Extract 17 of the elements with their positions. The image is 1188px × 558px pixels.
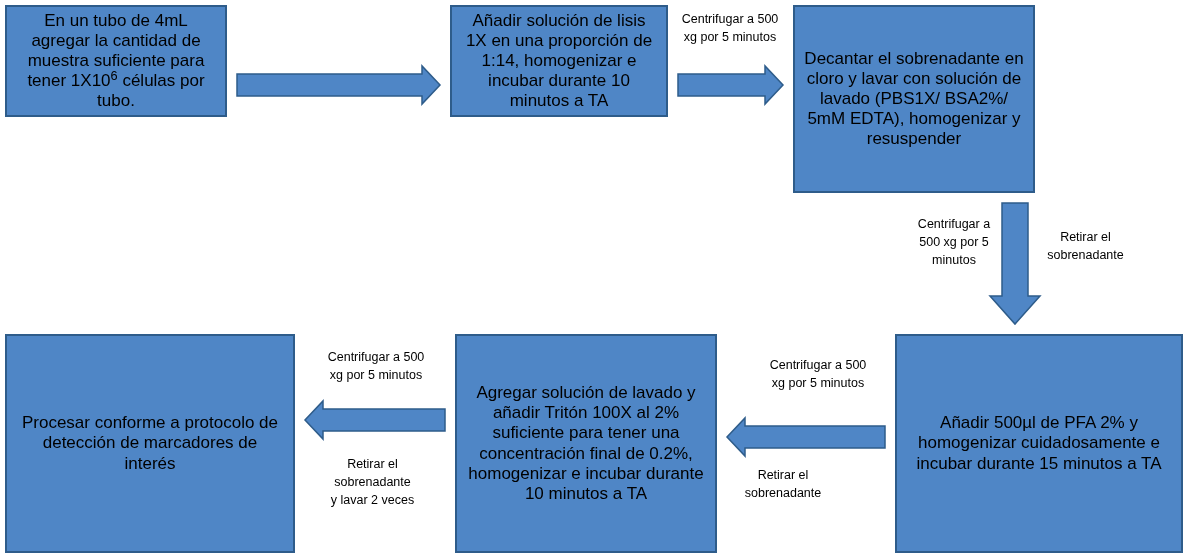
block-arrow xyxy=(677,64,785,106)
process-box xyxy=(793,5,1035,193)
process-box xyxy=(5,5,227,117)
block-arrow xyxy=(303,399,446,441)
step-text: Procesar conforme a protocolo de detección de marcadores de interés xyxy=(20,413,280,474)
step-text: Decantar el sobrenadante en cloro y lavar con solución de lavado (PBS1X/ BSA2%/ 5mM EDTA), homogenizar y resuspender xyxy=(803,48,1025,150)
process-box xyxy=(450,5,668,117)
step-text: Añadir 500µl de PFA 2% y homogenizar cuidadosamente e incubar durante 15 minutos a TA xyxy=(915,413,1163,474)
step-text: Añadir solución de lisis 1X en una proporción de 1:14, homogenizar e incubar durante 10 minutos a TA xyxy=(464,10,654,112)
block-arrow xyxy=(725,416,886,458)
step-text: Agregar solución de lavado y añadir Tritón 100X al 2% suficiente para tener una concentración final de 0.2%, homogenizar e incubar durante 10 minutos a TA xyxy=(467,383,705,504)
process-box xyxy=(455,334,717,553)
step-text: En un tubo de 4mL agregar la cantidad de muestra suficiente para tener 1X10$^{6}$ células por tubo. xyxy=(26,10,206,112)
block-arrow xyxy=(988,202,1042,326)
block-arrow xyxy=(236,64,442,106)
process-box xyxy=(895,334,1183,553)
process-box xyxy=(5,334,295,553)
